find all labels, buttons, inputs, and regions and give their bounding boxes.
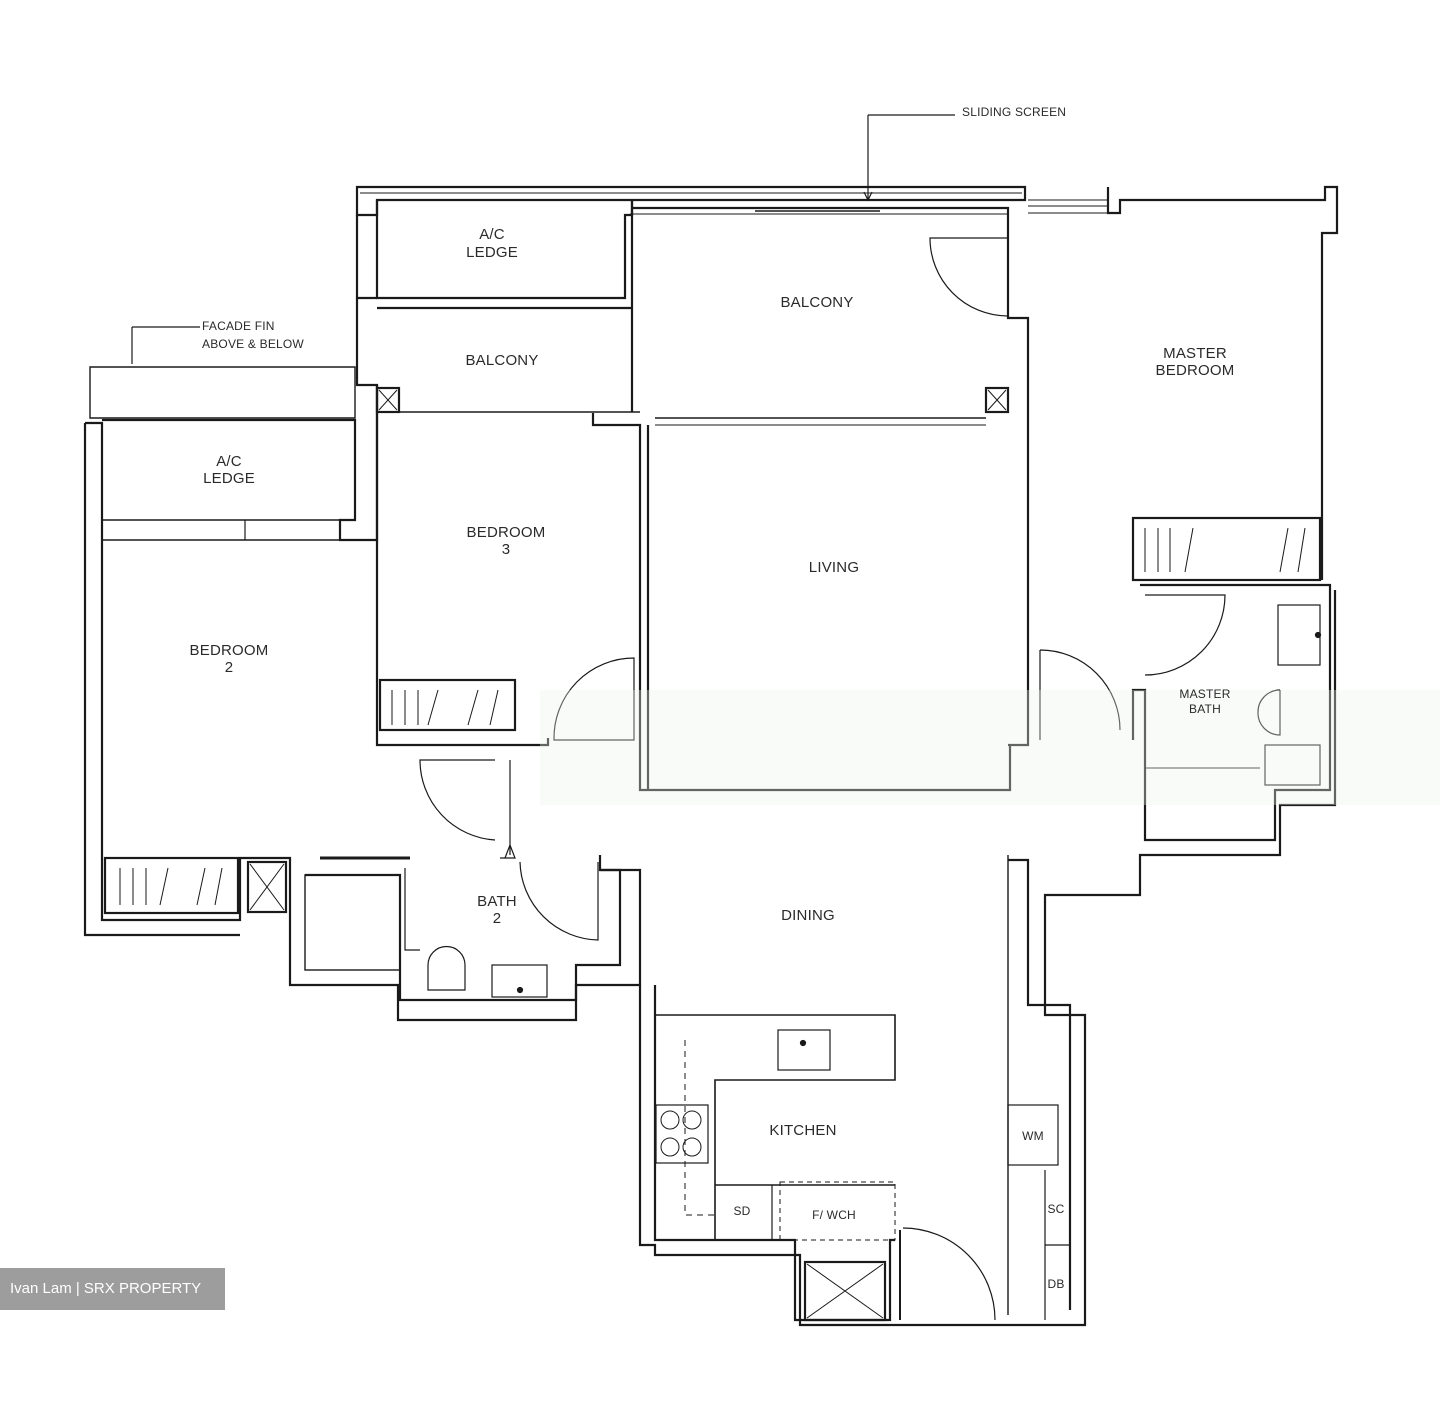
dining-label: DINING <box>781 907 835 924</box>
facade-fin <box>89 366 356 419</box>
bath2-label-1: BATH <box>477 893 517 910</box>
bath2-wall <box>305 855 622 1002</box>
fridge-label: F/ WCH <box>812 1208 856 1222</box>
ac-ledge-left-label-2: LEDGE <box>203 470 255 487</box>
bath2-label-2: 2 <box>492 910 502 927</box>
bedroom3-label-2: 3 <box>501 541 511 558</box>
faint-watermark-band <box>540 690 1440 805</box>
sliding-screen-label: SLIDING SCREEN <box>962 105 1067 119</box>
bedroom3-label-1: BEDROOM <box>466 524 546 541</box>
balcony-right-wall <box>632 206 1030 747</box>
bedroom2-label-1: BEDROOM <box>189 642 269 659</box>
wm-label: WM <box>1022 1129 1044 1143</box>
kitchen-outer-wall <box>638 590 1337 1327</box>
ac-ledge-left-label-1: A/C <box>216 453 242 470</box>
sc-label: SC <box>1047 1202 1065 1216</box>
master-bedroom-label-2: BEDROOM <box>1155 362 1235 379</box>
master-bath-label-2: BATH <box>1189 702 1221 716</box>
master-bath-label-1: MASTER <box>1179 687 1231 701</box>
facade-fin-label-2: ABOVE & BELOW <box>202 337 304 351</box>
sd-label: SD <box>733 1204 751 1218</box>
master-bedroom-label-1: MASTER <box>1163 345 1227 362</box>
ac-ledge-top-label-1: A/C <box>479 226 505 243</box>
balcony-left-wall <box>355 298 550 747</box>
bedroom2-outer-wall <box>85 421 642 1022</box>
top-ledge-wall <box>355 185 1027 217</box>
facade-fin-label-1: FACADE FIN <box>202 319 275 333</box>
living-label: LIVING <box>808 559 860 576</box>
watermark-badge: Ivan Lam | SRX PROPERTY <box>0 1268 225 1310</box>
balcony-left-label: BALCONY <box>465 352 539 369</box>
bedroom2-label-2: 2 <box>224 659 234 676</box>
master-bedroom-wall <box>1106 185 1339 580</box>
kitchen-label: KITCHEN <box>769 1122 837 1139</box>
balcony-right-label: BALCONY <box>780 294 854 311</box>
ac-ledge-top-label-2: LEDGE <box>466 244 518 261</box>
db-label: DB <box>1047 1277 1065 1291</box>
